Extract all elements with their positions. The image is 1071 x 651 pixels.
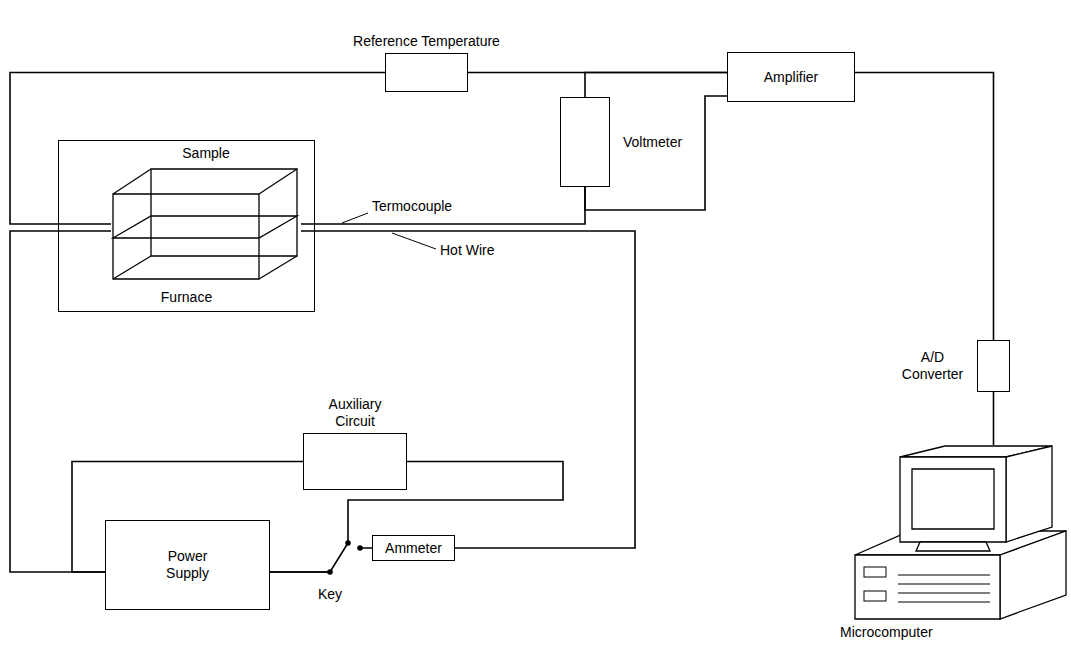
wire bbox=[993, 392, 995, 445]
voltmeter-box: Voltmeter bbox=[560, 97, 610, 187]
wire bbox=[585, 73, 727, 98]
node-label: Ammeter bbox=[385, 540, 442, 557]
computer-drawing bbox=[840, 445, 1070, 621]
wire bbox=[270, 548, 372, 572]
node-label: Power Supply bbox=[157, 548, 219, 582]
reference-box: Reference Temperature bbox=[385, 53, 468, 92]
case-vent bbox=[898, 583, 990, 584]
wire bbox=[301, 187, 585, 224]
case-side bbox=[1000, 531, 1066, 619]
monitor-stand bbox=[916, 542, 990, 551]
case-vent bbox=[898, 601, 990, 602]
sample-cube bbox=[111, 166, 301, 281]
node-label: Furnace bbox=[161, 289, 212, 306]
node-label: Sample bbox=[182, 145, 229, 162]
monitor-screen bbox=[912, 469, 994, 529]
converter-box: A/D Converter bbox=[977, 340, 1010, 392]
case-front bbox=[855, 555, 1000, 619]
sample-block: Sample bbox=[111, 166, 301, 281]
auxiliary-box: Auxiliary Circuit bbox=[303, 433, 407, 490]
key-contact bbox=[345, 540, 351, 546]
cube-edge bbox=[259, 169, 297, 194]
node-label: Voltmeter bbox=[623, 134, 682, 151]
wire-label: Termocouple bbox=[372, 198, 452, 215]
node-label: Amplifier bbox=[764, 69, 818, 86]
cube-midplane bbox=[113, 216, 297, 238]
switch-label: Key bbox=[318, 586, 342, 603]
power-supply-box: Power Supply bbox=[105, 520, 270, 610]
node-label: A/D Converter bbox=[895, 349, 970, 383]
cube-edge bbox=[259, 256, 297, 279]
amplifier-box: Amplifier bbox=[727, 52, 855, 102]
cube-edge bbox=[113, 169, 151, 194]
furnace-box: Furnace Sample bbox=[58, 140, 315, 312]
monitor-side bbox=[1006, 446, 1052, 542]
drive-slot bbox=[864, 567, 886, 577]
leader-line bbox=[342, 213, 368, 223]
node-label: Auxiliary Circuit bbox=[315, 396, 395, 430]
leader-line bbox=[392, 233, 436, 249]
wire bbox=[10, 231, 111, 572]
key-contact bbox=[357, 545, 363, 551]
case-vent bbox=[898, 592, 990, 593]
node-label: Reference Temperature bbox=[353, 33, 500, 50]
case-vent bbox=[898, 574, 990, 575]
wire bbox=[855, 73, 994, 341]
wire-label: Hot Wire bbox=[440, 242, 494, 259]
ammeter-box: Ammeter bbox=[372, 535, 455, 561]
monitor-front bbox=[900, 457, 1006, 542]
cube-edge bbox=[113, 256, 151, 279]
key-pivot bbox=[327, 569, 333, 575]
node-label: Microcomputer bbox=[840, 624, 933, 641]
drive-slot bbox=[864, 591, 886, 601]
computer-figure: Microcomputer bbox=[840, 445, 1070, 621]
